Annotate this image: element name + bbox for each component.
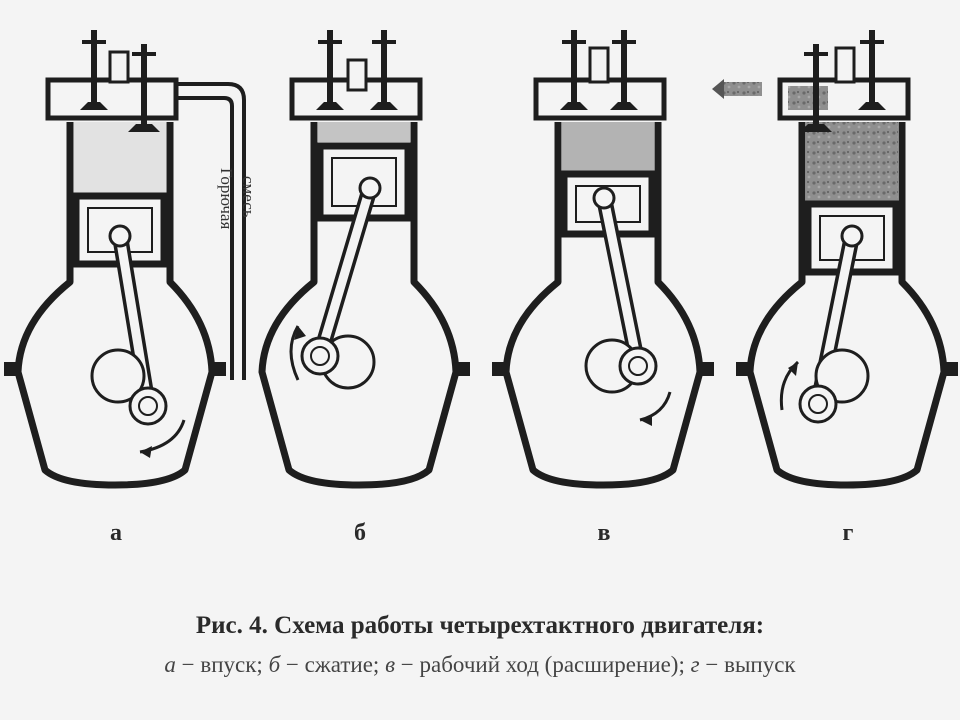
fuel-label-line2: смесь (239, 176, 258, 218)
cylinder-head (536, 80, 664, 118)
fuel-mixture-label: Горючая смесь (217, 168, 258, 229)
legend-letter-a: а (164, 652, 176, 677)
exhaust-flow-arrow (712, 79, 762, 99)
spark-plug (590, 48, 608, 82)
legend-text-b: − сжатие; (280, 652, 385, 677)
cylinder-head (48, 80, 176, 118)
spark-plug (110, 52, 128, 82)
legend-letter-v: в (385, 652, 395, 677)
panel-label-g: г (818, 520, 878, 547)
engine-panel-compression (262, 30, 470, 485)
engine-cycle-illustration: Горючая смесь (0, 0, 960, 600)
spark-plug (348, 60, 366, 90)
legend-letter-b: б (269, 652, 281, 677)
engine-panel-intake (4, 30, 244, 485)
engine-panel-exhaust (712, 30, 958, 485)
combustion-chamber (74, 122, 166, 194)
spark-plug (836, 48, 854, 82)
figure-caption-legend: а − впуск; б − сжатие; в − рабочий ход (… (0, 652, 960, 678)
panel-label-a: а (86, 520, 146, 547)
legend-text-a: − впуск; (176, 652, 269, 677)
panel-label-v: в (574, 520, 634, 547)
panel-label-b: б (330, 520, 390, 547)
combustion-chamber (562, 122, 654, 172)
combustion-chamber (806, 122, 898, 202)
legend-letter-g: г (691, 652, 700, 677)
legend-text-g: − выпуск (700, 652, 796, 677)
legend-text-v: − рабочий ход (расширение); (395, 652, 691, 677)
fuel-label-line1: Горючая (217, 168, 236, 229)
engine-panel-power (492, 30, 714, 485)
figure-caption-title: Рис. 4. Схема работы четырехтактного дви… (0, 612, 960, 640)
combustion-chamber (318, 122, 410, 142)
